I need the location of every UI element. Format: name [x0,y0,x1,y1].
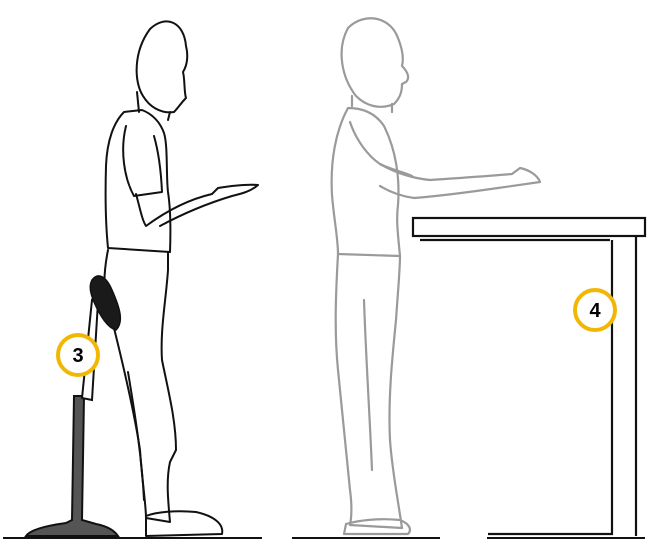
standing-person-torso [332,108,400,256]
stool-callout-number: 3 [72,345,83,367]
desk-callout-badge: 4 [575,290,615,330]
leaning-person-legs [104,250,176,522]
leaning-person-shoe [146,511,222,536]
standing-desk [413,218,645,536]
stool-callout-badge: 3 [58,335,98,375]
desk-callout-number: 4 [589,300,601,322]
standing-person-arm [380,164,540,198]
standing-person-head [342,18,409,107]
stool-base [26,396,118,536]
leaning-person-arm [136,185,258,226]
leaning-person-figure [104,21,258,536]
desk-top [413,218,645,236]
desk-leg [488,236,636,536]
sit-stand-stool [26,276,120,536]
leaning-person-head [137,21,188,112]
standing-person-figure [332,18,540,534]
